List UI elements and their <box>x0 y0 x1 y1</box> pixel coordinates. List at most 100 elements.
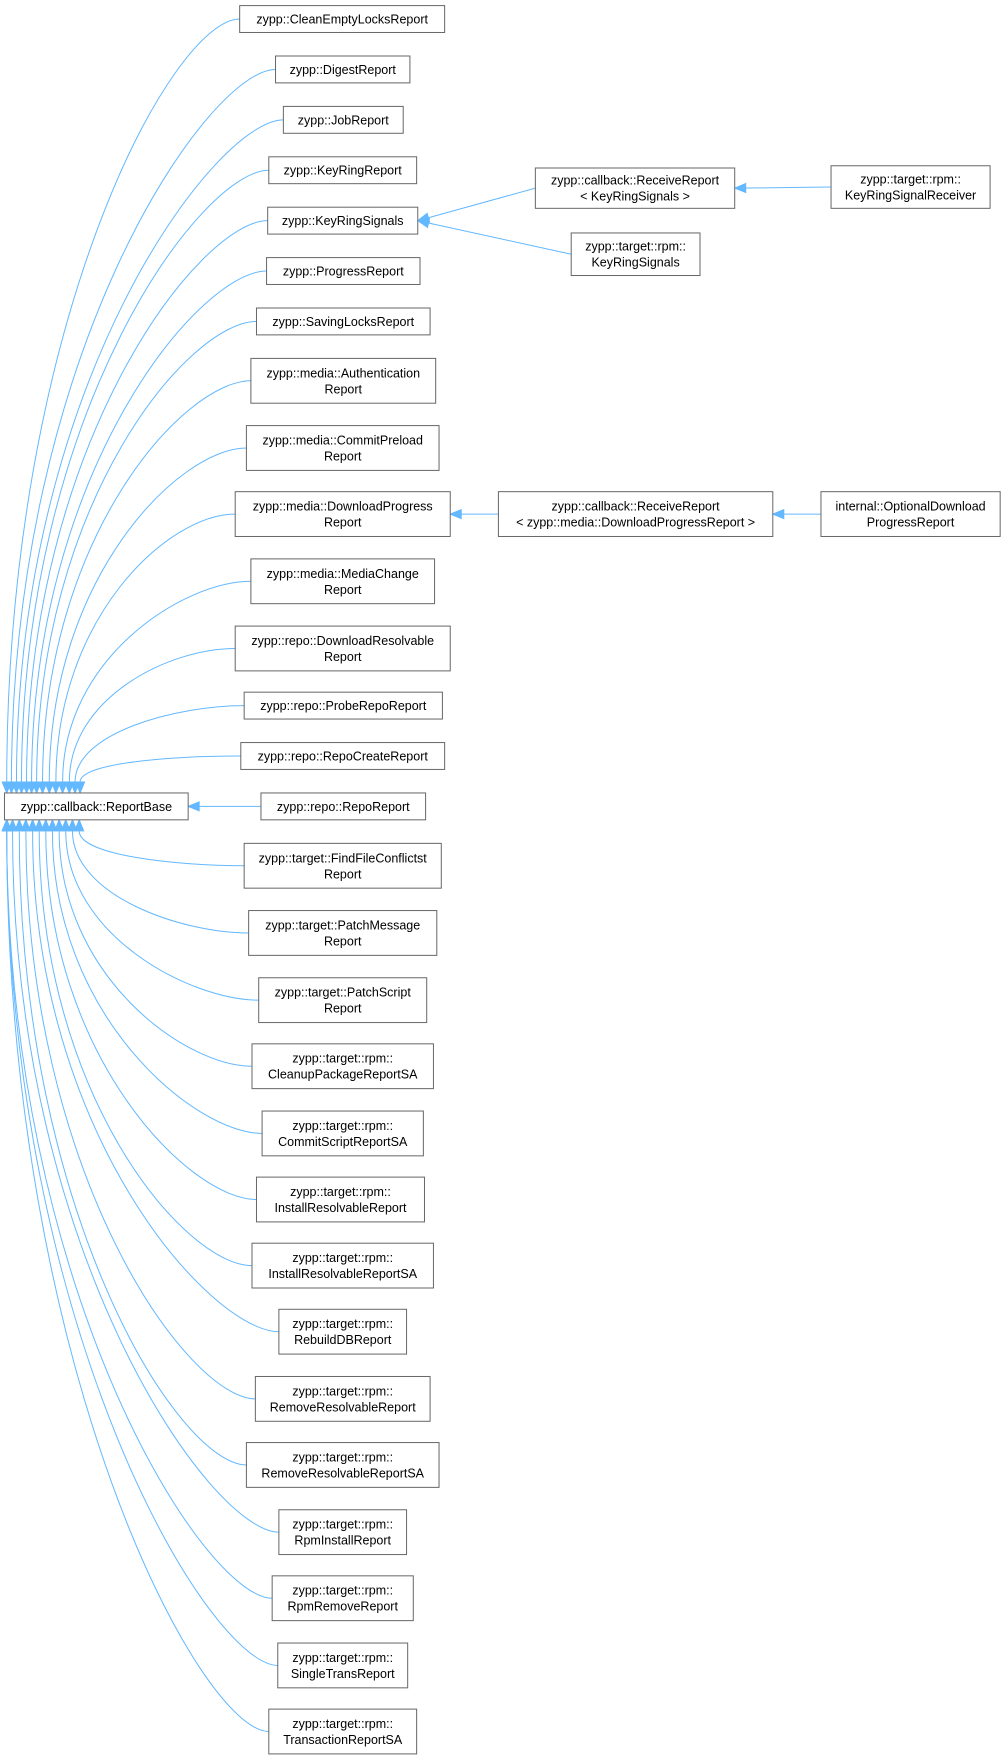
class-node-rpm-installresolvable[interactable]: zypp::target::rpm::InstallResolvableRepo… <box>255 1176 425 1223</box>
class-node-box <box>245 425 440 471</box>
inheritance-edge <box>745 186 832 189</box>
class-node-box <box>534 167 736 209</box>
class-node-box <box>251 1043 434 1090</box>
class-node-box <box>234 625 451 672</box>
class-node-label: zypp::media::Authentication <box>266 366 420 380</box>
class-node-keyring[interactable]: zypp::KeyRingReport <box>268 156 418 185</box>
class-node-cleanemptylocks[interactable]: zypp::CleanEmptyLocksReport <box>239 5 446 33</box>
class-node-box <box>248 910 438 956</box>
arrowhead-icon <box>44 781 55 795</box>
class-node-box <box>282 105 404 134</box>
class-node-rpm-rebuilddb[interactable]: zypp::target::rpm::RebuildDBReport <box>278 1308 408 1355</box>
edge-keyringsignals-to-reportbase <box>21 220 268 795</box>
class-node-label: zypp::target::PatchScript <box>275 986 412 1000</box>
edge-progress-to-reportbase <box>26 270 267 795</box>
class-node-label: zypp::repo::RepoCreateReport <box>258 750 429 764</box>
class-node-label: Report <box>324 450 362 464</box>
arrowhead-icon <box>771 508 785 520</box>
class-node-media-downloadprogress[interactable]: zypp::media::DownloadProgressReport <box>234 491 451 537</box>
edge-job-to-reportbase <box>11 119 284 795</box>
class-node-digest[interactable]: zypp::DigestReport <box>275 55 411 84</box>
inheritance-edge <box>71 830 249 934</box>
class-node-box <box>239 5 446 33</box>
inheritance-edge <box>42 380 251 782</box>
class-node-reportbase[interactable]: zypp::callback::ReportBase <box>3 792 189 821</box>
class-node-label: < KeyRingSignals > <box>580 190 690 204</box>
class-node-receive-downloadprogress[interactable]: zypp::callback::ReceiveReport< zypp::med… <box>497 491 774 537</box>
class-node-box <box>266 257 421 285</box>
edge-media-mediachange-to-reportbase <box>57 580 251 795</box>
edges-layer <box>1 18 832 1733</box>
class-node-box <box>243 691 443 720</box>
class-node-repo-probe[interactable]: zypp::repo::ProbeRepoReport <box>243 691 443 720</box>
inheritance-edge <box>428 187 536 219</box>
class-node-rpm-keyringsignalreceiver[interactable]: zypp::target::rpm::KeyRingSignalReceiver <box>830 165 991 209</box>
class-node-box <box>260 792 427 821</box>
inheritance-edge <box>15 119 284 782</box>
class-node-rpm-installresolvablesa[interactable]: zypp::target::rpm::InstallResolvableRepo… <box>251 1242 434 1289</box>
class-node-keyringsignals[interactable]: zypp::KeyRingSignals <box>267 206 419 235</box>
inheritance-edge <box>6 830 278 1666</box>
class-node-job[interactable]: zypp::JobReport <box>282 105 404 134</box>
class-node-label: zypp::target::rpm:: <box>292 1518 393 1532</box>
class-node-label: zypp::target::rpm:: <box>292 1584 393 1598</box>
class-node-rpm-removeresolvable[interactable]: zypp::target::rpm::RemoveResolvableRepor… <box>254 1375 431 1422</box>
edge-receive-downloadprogress-to-media-downloadprogress <box>448 508 499 520</box>
class-node-box <box>255 1176 425 1223</box>
inheritance-edge <box>31 270 267 782</box>
class-node-rpm-singletrans[interactable]: zypp::target::rpm::SingleTransReport <box>277 1642 409 1689</box>
edge-rpm-singletrans-to-reportbase <box>1 818 278 1666</box>
class-node-label: TransactionReportSA <box>283 1733 403 1747</box>
class-node-rpm-rpminstall[interactable]: zypp::target::rpm::RpmInstallReport <box>278 1509 408 1556</box>
class-node-label: zypp::callback::ReceiveReport <box>552 500 721 514</box>
class-node-rpm-cleanuppackage[interactable]: zypp::target::rpm::CleanupPackageReportS… <box>251 1043 434 1090</box>
class-node-box <box>268 156 418 185</box>
arrowhead-icon <box>37 781 48 795</box>
class-node-box <box>275 55 411 84</box>
edge-rpm-installresolvable-to-reportbase <box>40 818 257 1201</box>
class-node-box <box>267 206 419 235</box>
class-node-label: zypp::target::rpm:: <box>292 1384 393 1398</box>
class-node-repo-repo[interactable]: zypp::repo::RepoReport <box>260 792 427 821</box>
class-node-rpm-rpmremove[interactable]: zypp::target::rpm::RpmRemoveReport <box>271 1575 414 1622</box>
edge-rpm-keyringsignalreceiver-to-receive-keyringsignals <box>733 182 832 194</box>
class-node-rpm-commitscript[interactable]: zypp::target::rpm::CommitScriptReportSA <box>261 1110 424 1157</box>
class-node-savinglocks[interactable]: zypp::SavingLocksReport <box>255 307 431 336</box>
class-node-label: zypp::target::rpm:: <box>292 1251 393 1265</box>
edge-rpm-commitscript-to-reportbase <box>47 818 263 1134</box>
class-node-label: RpmInstallReport <box>294 1534 391 1548</box>
class-node-label: ProgressReport <box>867 516 955 530</box>
class-node-box <box>234 491 451 537</box>
class-node-progress[interactable]: zypp::ProgressReport <box>266 257 421 285</box>
class-node-rpm-transactionsa[interactable]: zypp::target::rpm::TransactionReportSA <box>268 1708 418 1755</box>
inheritance-edge <box>58 830 253 1067</box>
class-node-receive-keyringsignals[interactable]: zypp::callback::ReceiveReport< KeyRingSi… <box>534 167 736 209</box>
edge-rpm-installresolvablesa-to-reportbase <box>33 818 253 1267</box>
edge-repo-repo-to-reportbase <box>186 801 261 812</box>
edge-digest-to-reportbase <box>6 68 276 795</box>
edge-rpm-keyringsignals-to-keyringsignals <box>416 217 572 255</box>
inheritance-edge <box>12 830 279 1533</box>
class-node-box <box>278 1308 408 1355</box>
nodes-layer: zypp::callback::ReportBase zypp::CleanEmp… <box>3 5 1001 1755</box>
class-node-rpm-keyringsignals[interactable]: zypp::target::rpm::KeyRingSignals <box>570 232 701 277</box>
class-node-label: zypp::target::rpm:: <box>290 1185 391 1199</box>
class-node-repo-create[interactable]: zypp::repo::RepoCreateReport <box>240 742 446 770</box>
edge-receive-keyringsignals-to-keyringsignals <box>416 187 536 223</box>
class-node-label: KeyRingSignalReceiver <box>845 189 976 203</box>
arrowhead-icon <box>1 818 12 832</box>
inheritance-edge <box>78 830 245 867</box>
class-node-rpm-removeresolvablesa[interactable]: zypp::target::rpm::RemoveResolvableRepor… <box>245 1442 440 1488</box>
inheritance-edge <box>62 580 251 782</box>
arrowhead-icon <box>57 781 68 795</box>
class-node-box <box>268 1708 418 1755</box>
class-node-label: Report <box>324 867 362 881</box>
